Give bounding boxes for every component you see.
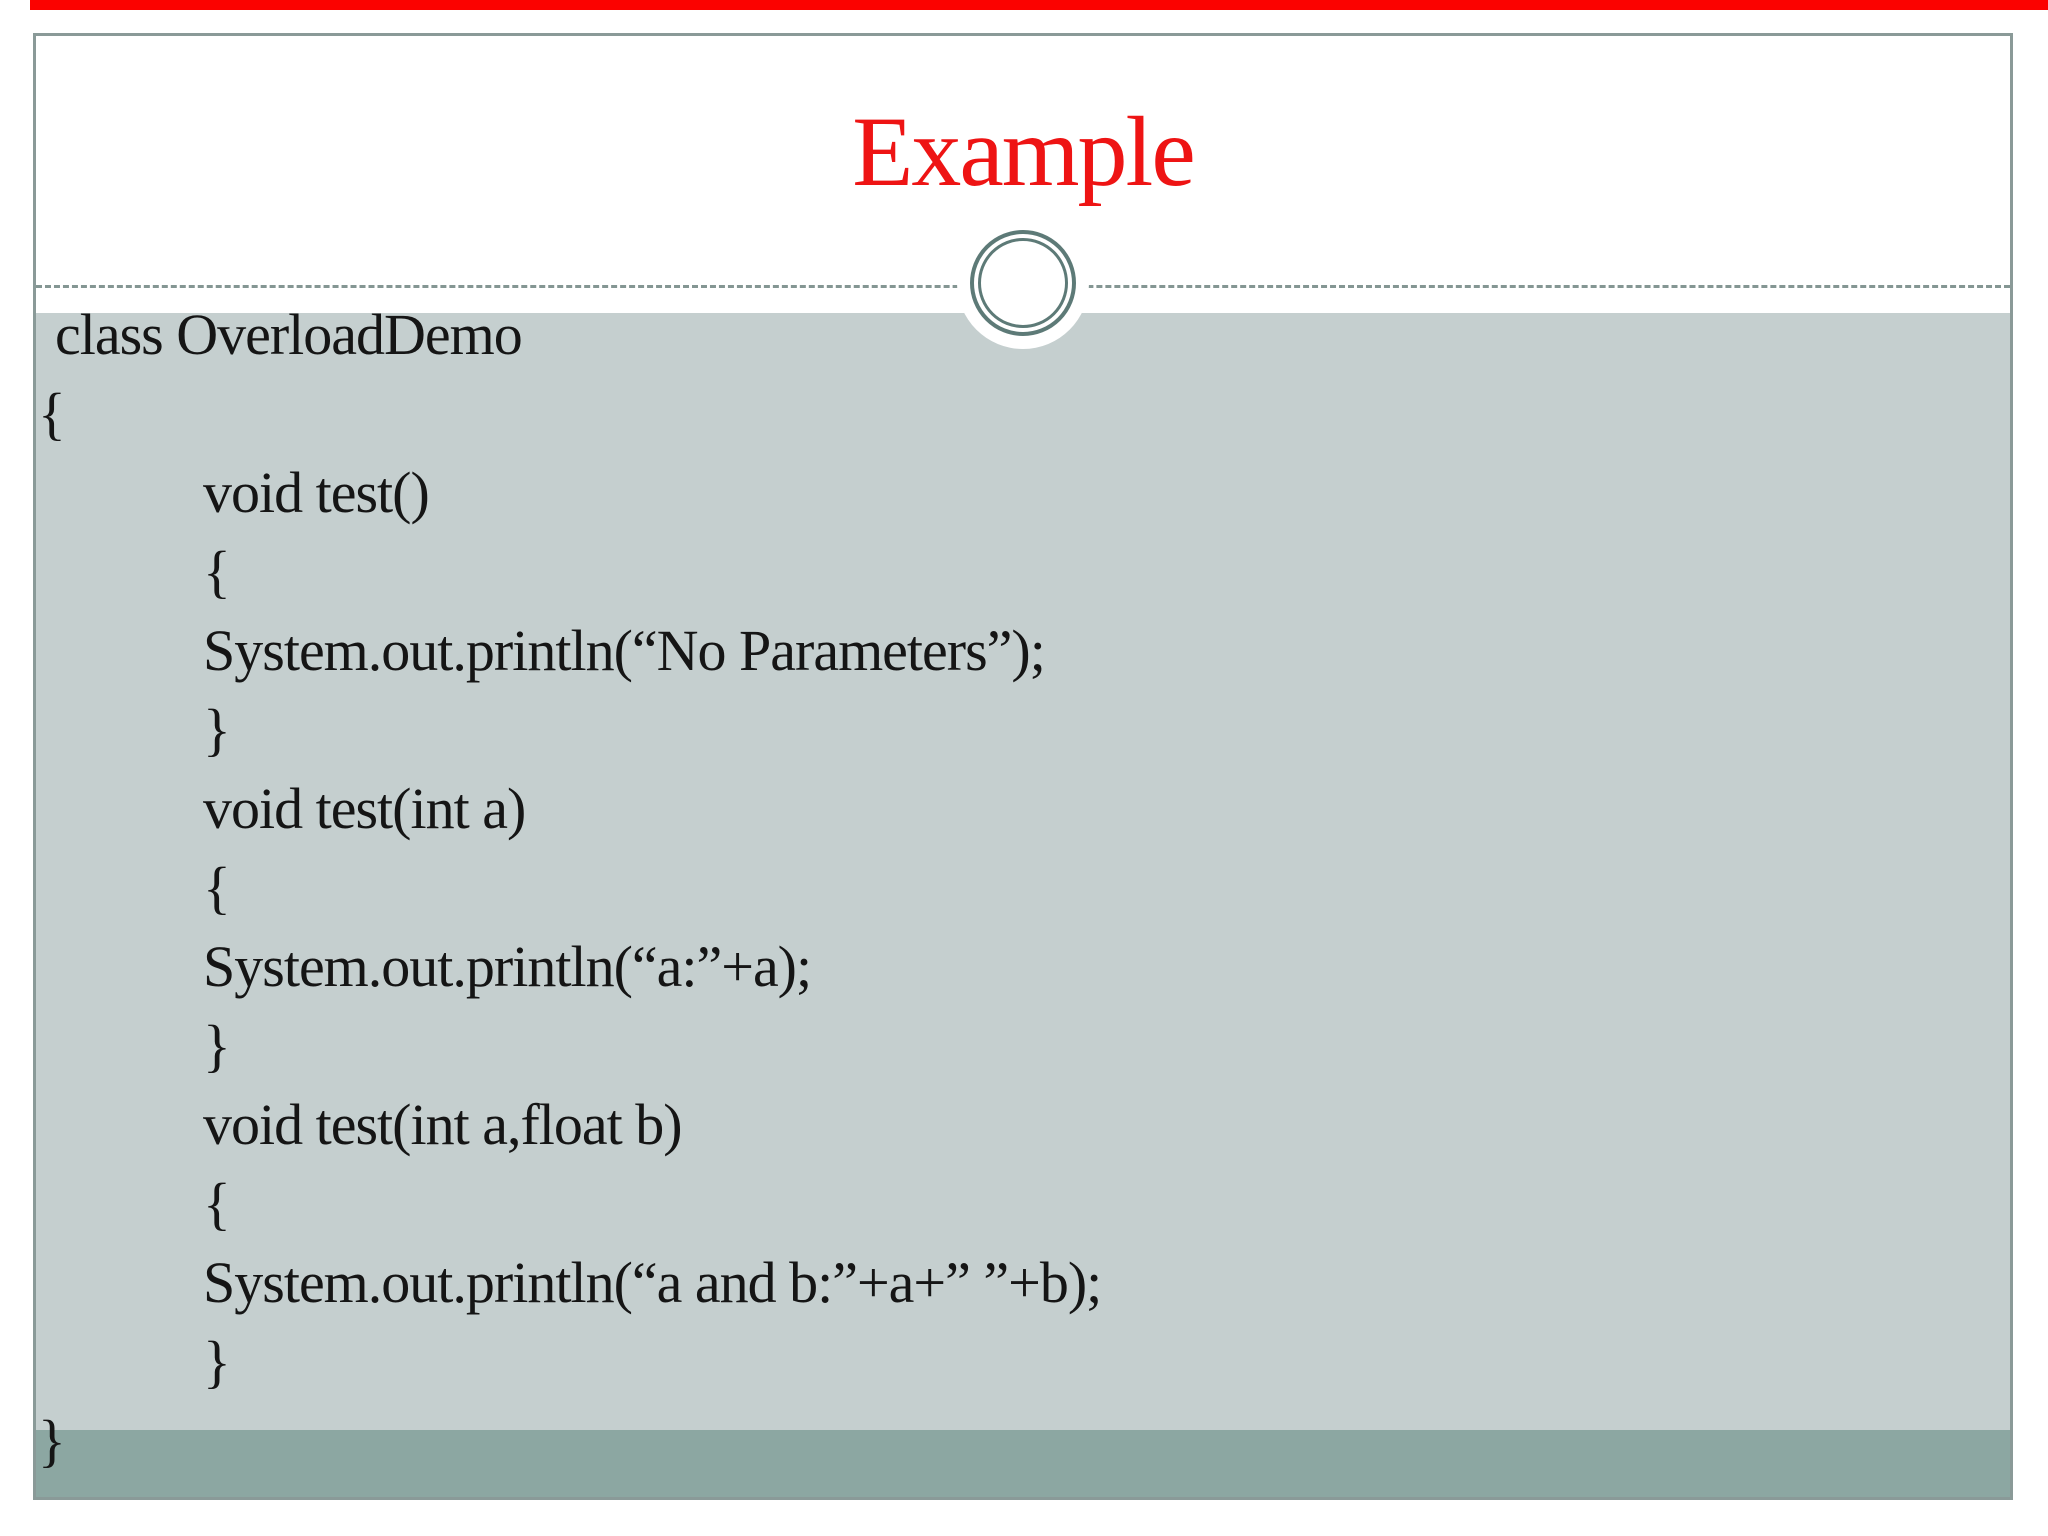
code-line: void test(int a)	[203, 776, 526, 841]
code-line: }	[38, 1408, 66, 1473]
slide: Example class OverloadDemo { void test() { S…	[33, 33, 2013, 1500]
ornament-inner-ring	[978, 238, 1068, 328]
code-line: }	[203, 697, 231, 762]
footer-bar	[36, 1430, 2010, 1497]
code-line: {	[38, 381, 66, 446]
code-line: void test(int a,float b)	[203, 1092, 683, 1157]
code-line: {	[203, 539, 231, 604]
top-red-strip	[30, 0, 2048, 10]
content-area	[36, 313, 2010, 1430]
code-line: }	[203, 1013, 231, 1078]
code-line: class OverloadDemo	[55, 302, 523, 367]
code-line: System.out.println(“a:”+a);	[203, 934, 812, 999]
code-line: System.out.println(“No Parameters”);	[203, 618, 1046, 683]
code-block: class OverloadDemo { void test() { System.ou…	[36, 295, 2010, 1480]
code-line: }	[203, 1329, 231, 1394]
code-line: void test()	[203, 460, 430, 525]
code-line: {	[203, 1171, 231, 1236]
ornament-outer-ring	[970, 230, 1076, 336]
code-line: System.out.println(“a and b:”+a+” ”+b);	[203, 1250, 1102, 1315]
title-zone: Example	[36, 36, 2010, 285]
code-line: {	[203, 855, 231, 920]
page-title: Example	[852, 96, 1195, 207]
